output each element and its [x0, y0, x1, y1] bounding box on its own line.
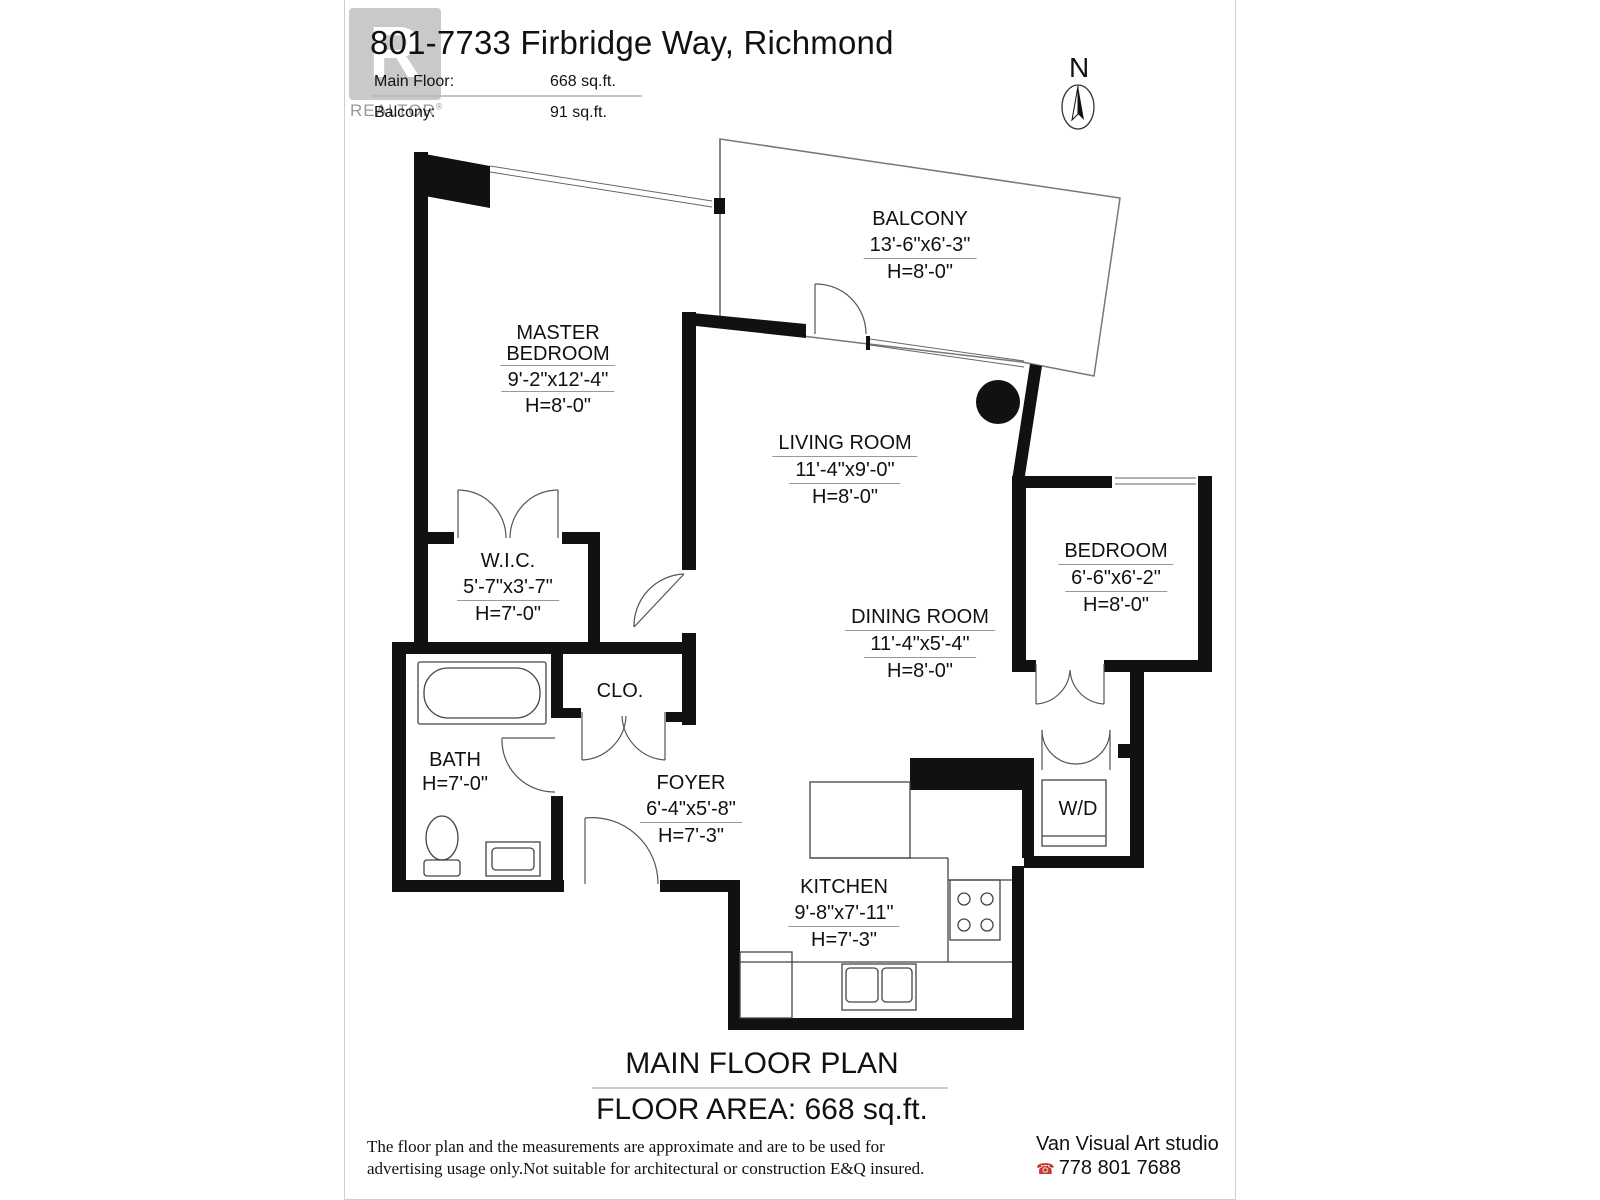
plan-title: MAIN FLOOR PLAN [625, 1047, 899, 1080]
toilet-icon [423, 815, 461, 877]
floor-area: FLOOR AREA: 668 sq.ft. [596, 1093, 928, 1126]
phone-icon: ☎ [1036, 1161, 1055, 1178]
main-floor-label: Main Floor: [374, 73, 455, 90]
room-height: H=7'-0" [422, 773, 488, 795]
room-dims: 9'-8"x7'-11" [788, 900, 900, 927]
kitchen-sink-icon [841, 963, 917, 1011]
room-name: CLO. [596, 680, 644, 702]
room-dims: 11'-4"x9'-0" [789, 457, 901, 484]
room-height: H=8'-0" [887, 660, 953, 682]
room-height: H=8'-0" [525, 395, 591, 417]
realtor-logo-icon: R [349, 8, 441, 100]
room-living: LIVING ROOM 11'-4"x9'-0" H=8'-0" [772, 430, 918, 510]
room-dims: 6'-4"x5'-8" [640, 796, 742, 823]
north-arrow-icon [1061, 84, 1095, 130]
room-name: W.I.C. [480, 550, 536, 572]
fridge [739, 951, 793, 1019]
stove-icon [949, 879, 1001, 941]
bathtub-icon [417, 661, 547, 725]
room-wd: W/D [1059, 796, 1098, 822]
room-name: LIVING ROOM [772, 430, 918, 457]
room-height: H=7'-3" [811, 929, 877, 951]
room-name: KITCHEN [800, 876, 888, 898]
room-bedroom: BEDROOM 6'-6"x6'-2" H=8'-0" [1058, 538, 1174, 618]
room-height: H=8'-0" [887, 261, 953, 283]
sink-icon [485, 841, 541, 877]
room-name: BEDROOM [1058, 538, 1174, 565]
balcony-area-value: 91 sq.ft. [550, 104, 607, 121]
room-balcony: BALCONY 13'-6"x6'-3" H=8'-0" [863, 206, 977, 285]
walls [392, 152, 1212, 1030]
disclaimer-line-2: advertising usage only.Not suitable for … [367, 1159, 925, 1178]
room-dims: 11'-4"x5'-4" [864, 631, 976, 658]
kitchen-counter [809, 781, 911, 859]
room-name: DINING ROOM [845, 604, 995, 631]
room-name: BALCONY [872, 208, 968, 230]
north-label: N [1069, 52, 1090, 83]
room-height: H=7'-0" [475, 603, 541, 625]
room-dining: DINING ROOM 11'-4"x5'-4" H=8'-0" [845, 604, 995, 684]
room-name: FOYER [656, 772, 726, 794]
room-master-bedroom: MASTER BEDROOM 9'-2"x12'-4" H=8'-0" [500, 322, 616, 417]
room-height: H=8'-0" [1083, 594, 1149, 616]
main-floor-value: 668 sq.ft. [550, 73, 616, 90]
balcony-area-label: Balcony: [374, 104, 436, 121]
room-wic: W.I.C. 5'-7"x3'-7" H=7'-0" [457, 548, 559, 627]
studio-phone: ☎778 801 7688 [1036, 1157, 1181, 1180]
room-name: MASTER [516, 322, 600, 344]
disclaimer-line-1: The floor plan and the measurements are … [367, 1137, 885, 1156]
room-height: H=8'-0" [812, 486, 878, 508]
room-dims: 5'-7"x3'-7" [457, 574, 559, 601]
room-dims: 13'-6"x6'-3" [863, 232, 977, 259]
disclaimer: The floor plan and the measurements are … [367, 1136, 924, 1180]
room-closet: CLO. [597, 678, 644, 704]
room-dims: 9'-2"x12'-4" [501, 370, 615, 392]
room-name: BATH [429, 749, 481, 771]
room-kitchen: KITCHEN 9'-8"x7'-11" H=7'-3" [788, 874, 900, 953]
room-foyer: FOYER 6'-4"x5'-8" H=7'-3" [640, 770, 742, 849]
room-bath: BATH H=7'-0" [422, 748, 488, 796]
studio-name: Van Visual Art studio [1036, 1133, 1219, 1155]
room-dims: 6'-6"x6'-2" [1065, 565, 1167, 592]
doors [457, 283, 1111, 885]
property-address: 801-7733 Firbridge Way, Richmond [370, 24, 894, 61]
room-height: H=7'-3" [658, 825, 724, 847]
room-name: W/D [1058, 798, 1098, 820]
washer-dryer-icon [1041, 779, 1107, 847]
room-name-2: BEDROOM [500, 344, 616, 366]
realtor-logo-text: REALTOR® [350, 101, 444, 120]
phone-number: 778 801 7688 [1058, 1157, 1182, 1179]
